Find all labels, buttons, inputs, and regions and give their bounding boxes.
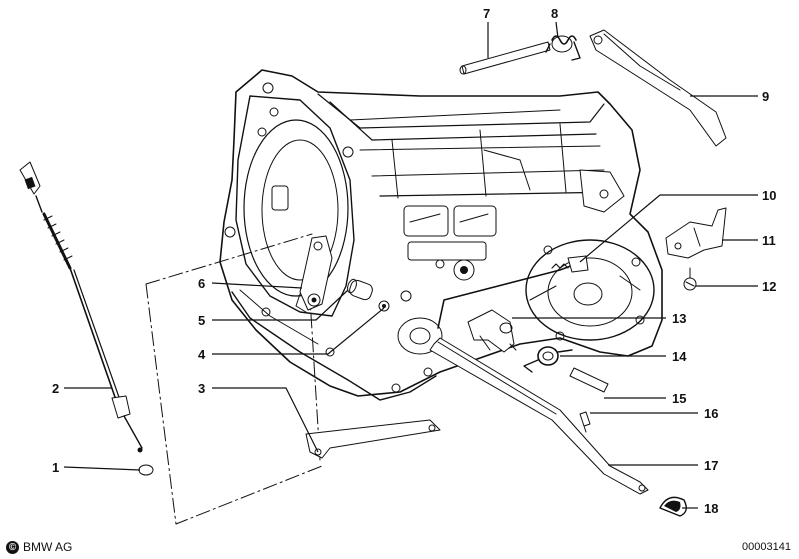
part-3-bracket: [305, 419, 441, 459]
part-16-pin: [579, 411, 591, 433]
callout-9: 9: [762, 89, 769, 104]
callout-10: 10: [762, 188, 776, 203]
callout-16: 16: [704, 406, 718, 421]
part-15-pin: [569, 367, 609, 393]
callout-12: 12: [762, 279, 776, 294]
transmission-housing: [219, 69, 663, 401]
copyright-icon: ©: [6, 540, 19, 554]
callout-2: 2: [52, 381, 59, 396]
part-12-bolt: [683, 267, 697, 291]
copyright-notice: © BMW AG: [6, 540, 72, 554]
leader-lines: [63, 21, 758, 509]
callout-11: 11: [762, 233, 776, 248]
part-9-lever: [589, 29, 727, 147]
callout-5: 5: [198, 313, 205, 328]
callout-17: 17: [704, 458, 718, 473]
callout-8: 8: [551, 6, 558, 21]
callout-15: 15: [672, 391, 686, 406]
callout-18: 18: [704, 501, 718, 516]
brand-name: BMW AG: [23, 540, 73, 554]
part-8-spring: [545, 35, 581, 61]
part-13-detent-lever: [467, 309, 517, 353]
callout-6: 6: [198, 276, 205, 291]
part-18-seal: [659, 496, 687, 517]
part-7-pin: [459, 41, 551, 75]
callout-1: 1: [52, 460, 59, 475]
part-14-spring: [523, 346, 573, 373]
selector-lever-group: [295, 235, 390, 313]
callout-numbers: 1 2 3 4 5 6 7 8 9 10 11 12 13 14 15 16 1…: [52, 6, 776, 516]
part-17-selector-shaft: [429, 337, 649, 495]
callout-13: 13: [672, 311, 686, 326]
callout-14: 14: [672, 349, 687, 364]
callout-7: 7: [483, 6, 490, 21]
part-11-bracket: [665, 207, 727, 259]
callout-3: 3: [198, 381, 205, 396]
selector-cable: [19, 161, 154, 476]
callout-4: 4: [198, 347, 206, 362]
diagram-number: 00003141: [742, 541, 791, 553]
